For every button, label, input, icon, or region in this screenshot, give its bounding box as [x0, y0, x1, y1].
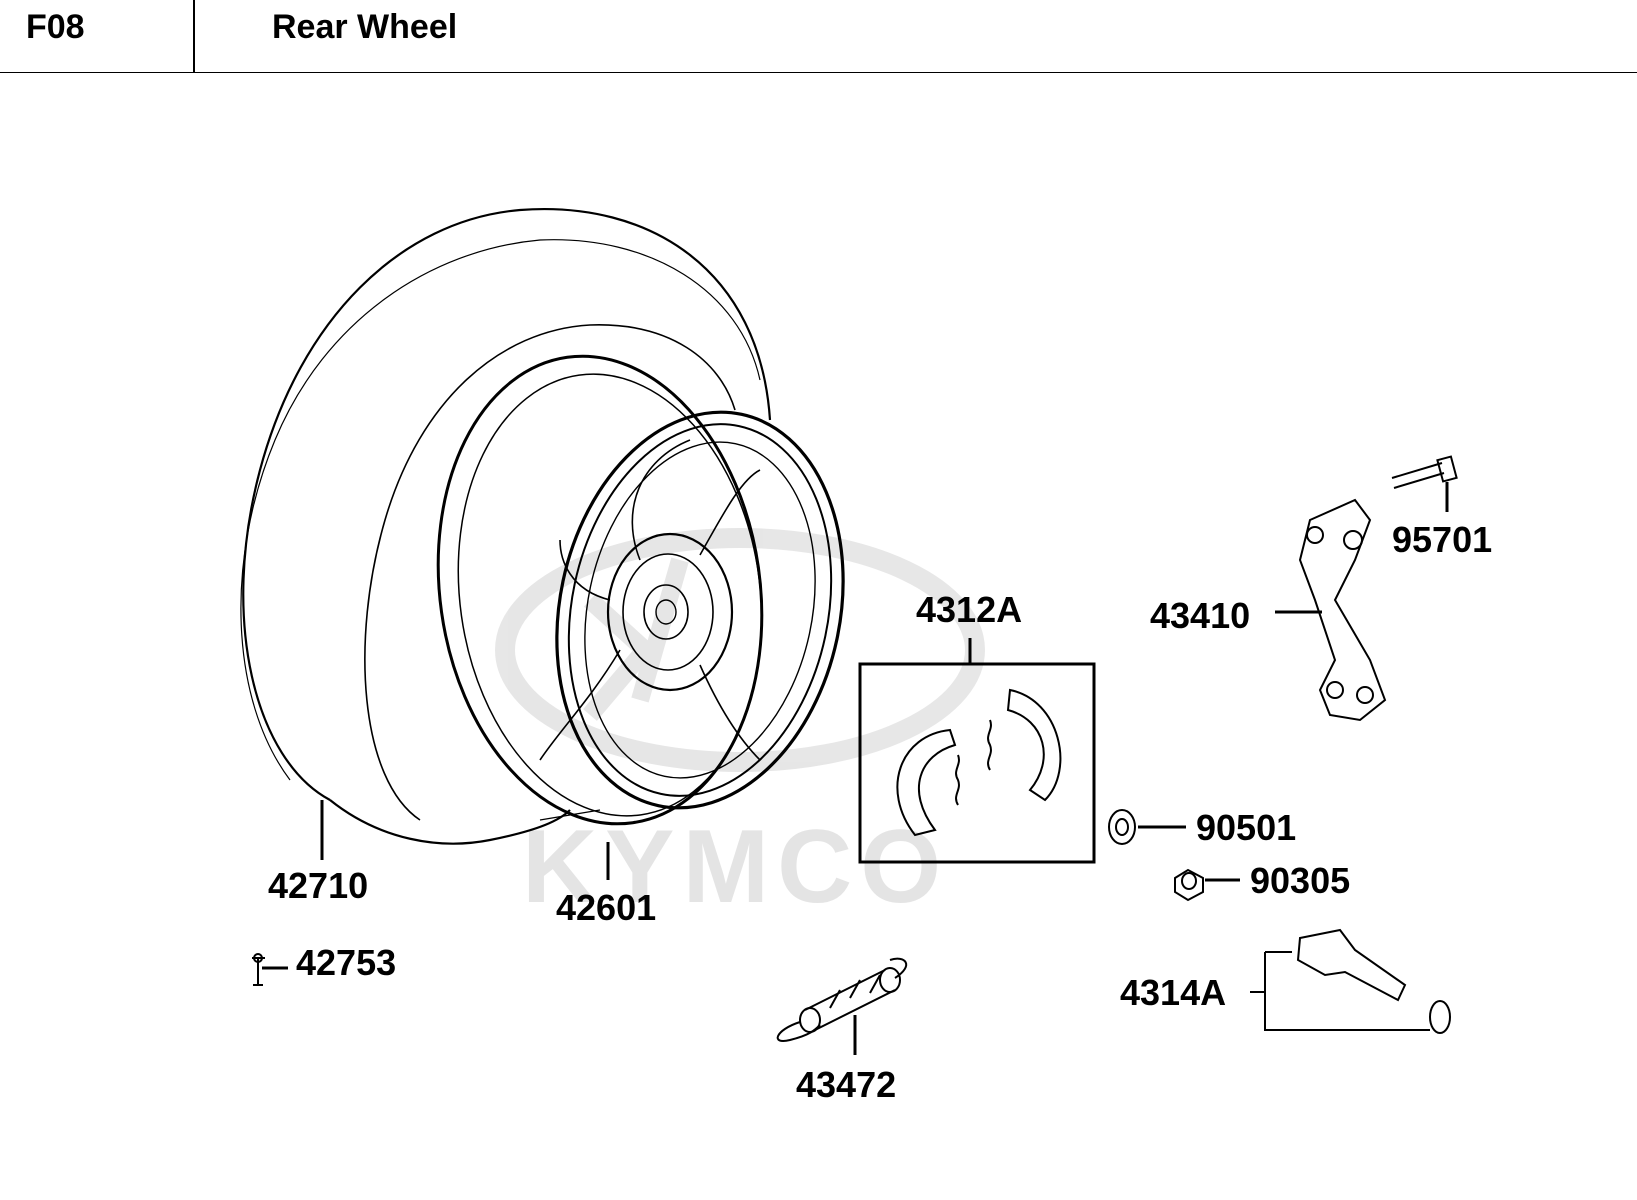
kymco-watermark: KYMCO — [495, 528, 985, 925]
label-90305: 90305 — [1250, 860, 1350, 901]
label-4312A: 4312A — [916, 589, 1022, 630]
tire-drawing — [240, 208, 772, 845]
label-4314A: 4314A — [1120, 972, 1226, 1013]
brake-shoe-box — [858, 638, 1096, 864]
label-43410: 43410 — [1150, 595, 1250, 636]
label-42753: 42753 — [296, 942, 396, 983]
brake-cam-drawing — [1250, 928, 1451, 1034]
watermark-text: KYMCO — [522, 809, 949, 925]
label-43472: 43472 — [796, 1064, 896, 1105]
label-90501: 90501 — [1196, 807, 1296, 848]
valve-drawing — [252, 953, 265, 986]
header-divider — [193, 0, 195, 72]
bolt-drawing — [1391, 455, 1458, 489]
rim-drawing — [436, 354, 845, 826]
diagram-code: F08 — [26, 8, 85, 46]
label-95701: 95701 — [1392, 519, 1492, 560]
nut-drawing — [1174, 868, 1204, 902]
page-header: F08 Rear Wheel — [0, 0, 1637, 73]
label-42710: 42710 — [268, 865, 368, 906]
spring-drawing — [776, 957, 908, 1042]
washer-drawing — [1108, 809, 1136, 845]
diagram-title: Rear Wheel — [272, 8, 458, 46]
leader-lines — [262, 482, 1449, 1055]
label-42601: 42601 — [556, 887, 656, 928]
brake-arm-drawing — [1298, 498, 1387, 722]
